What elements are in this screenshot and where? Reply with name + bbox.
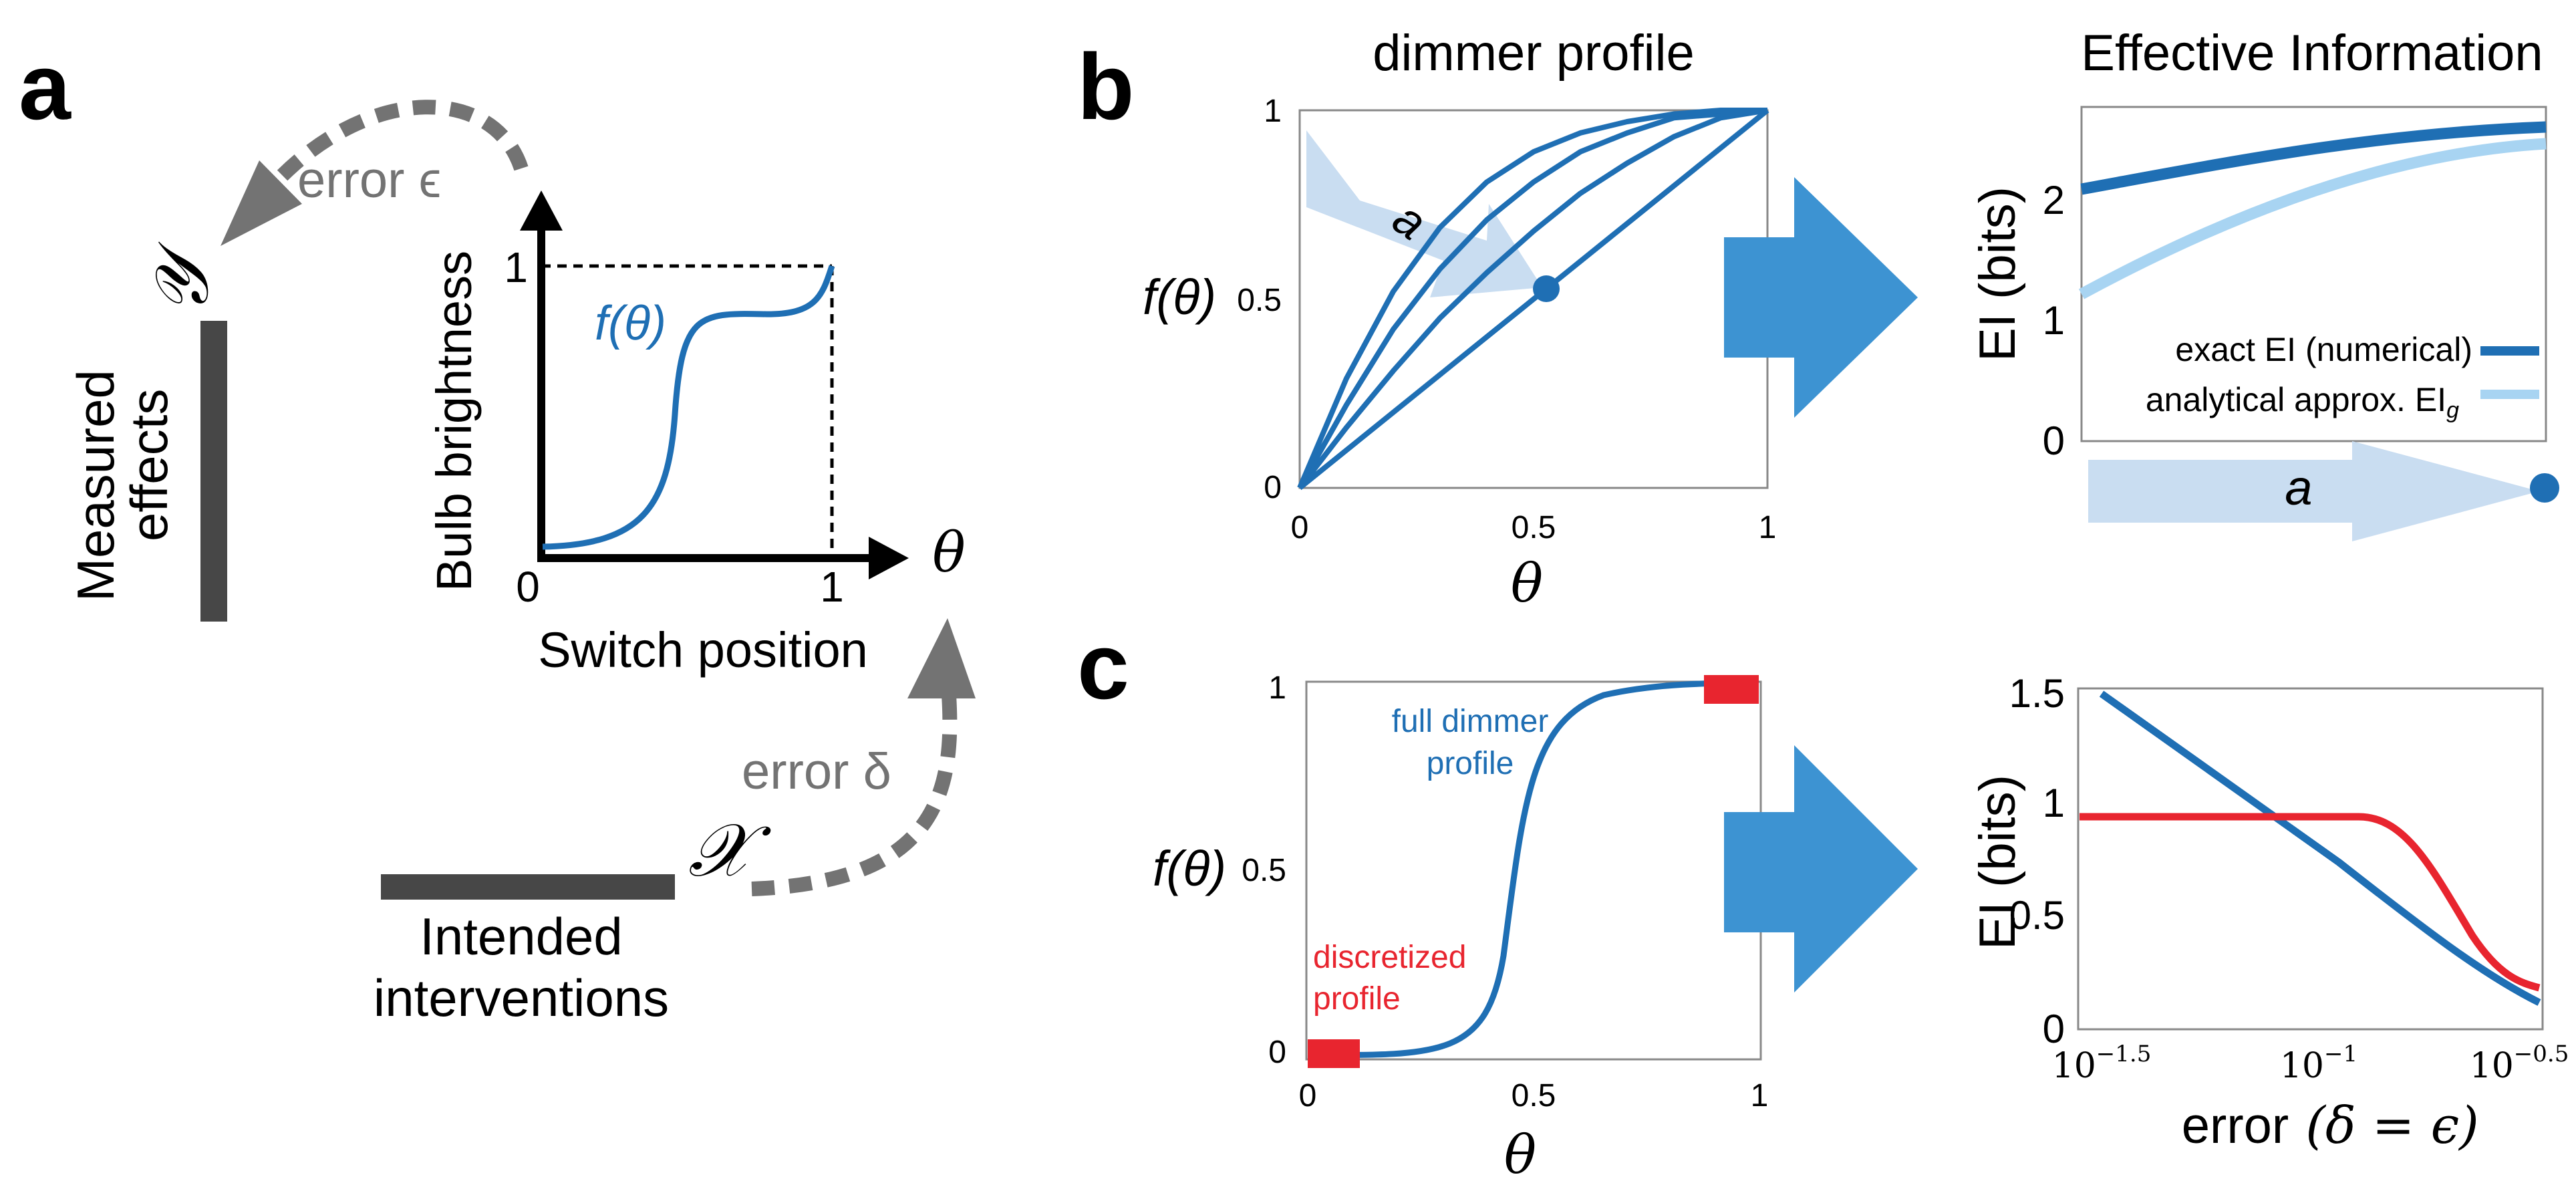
panel-b-theta-label: θ bbox=[1511, 552, 1543, 614]
panel-c-left-ytick-1: 0.5 bbox=[1242, 853, 1286, 888]
panel-b-ei-ytick-2: 2 bbox=[2043, 178, 2065, 223]
panel-b-left-ytick-1: 0.5 bbox=[1237, 283, 1282, 318]
panel-b-ei-exact bbox=[2080, 121, 2547, 195]
panel-c-right-frame bbox=[2077, 687, 2544, 1031]
error-epsilon-arrow bbox=[275, 100, 529, 182]
panel-a-y-label: Bulb brightness bbox=[426, 251, 482, 592]
error-delta-arrow bbox=[751, 694, 958, 896]
panel-c-ei-continuous bbox=[2099, 690, 2541, 1006]
panel-c: c full dimmer profile discretized profil… bbox=[1077, 614, 2569, 1183]
error-delta-label: error δ bbox=[742, 743, 891, 800]
panel-c-left-ytick-0: 0 bbox=[1268, 1035, 1286, 1070]
panel-a-x-tick-0: 0 bbox=[516, 563, 540, 611]
panel-c-left-xtick-1: 0.5 bbox=[1512, 1078, 1556, 1113]
x-variable: 𝒳 bbox=[688, 807, 771, 893]
panel-a-curve-label: f(θ) bbox=[595, 297, 666, 350]
panel-c-label: c bbox=[1077, 614, 1129, 718]
panel-a: a error ϵ error δ 𝒴 Measured effects 𝒳 I… bbox=[19, 34, 976, 1027]
panel-a-theta: θ bbox=[932, 521, 965, 585]
panel-a-x-arrowhead bbox=[869, 537, 909, 579]
measured-effects-label: Measured effects bbox=[66, 370, 178, 602]
panel-c-full-profile bbox=[1307, 680, 1758, 1058]
panel-c-error-expr: (δ = ϵ) bbox=[2305, 1095, 2479, 1155]
intended-interventions-line2: interventions bbox=[374, 968, 669, 1027]
panel-c-xtick-1: 10−1.5 bbox=[2052, 1041, 2152, 1086]
dimmer-curve-2 bbox=[1297, 108, 1768, 490]
panel-c-xtick-3: 10−0.5 bbox=[2470, 1041, 2569, 1086]
panel-c-error-label: error bbox=[2182, 1097, 2289, 1154]
panel-b-left-xtick-2: 1 bbox=[1759, 510, 1777, 545]
panel-b-bottom-point bbox=[2530, 473, 2559, 503]
panel-b-ei-ytick-0: 0 bbox=[2043, 418, 2065, 463]
panel-c-ei-ytick-1: 0.5 bbox=[2009, 893, 2065, 938]
panel-b-f-label: f(θ) bbox=[1143, 269, 1216, 325]
error-epsilon-arrowhead bbox=[221, 160, 302, 246]
panel-b-highlight-point bbox=[1533, 275, 1560, 302]
panel-c-left-xtick-2: 1 bbox=[1751, 1078, 1769, 1113]
panel-c-f-label: f(θ) bbox=[1153, 841, 1226, 896]
panel-b-right-title: Effective Information bbox=[2081, 25, 2543, 82]
panel-b-bottom-arrow-label: a bbox=[2285, 460, 2312, 515]
panel-b-ei-ytick-1: 1 bbox=[2043, 298, 2065, 343]
panel-c-discrete-label-1: discretized bbox=[1313, 940, 1466, 975]
panel-a-x-tick-1: 1 bbox=[820, 563, 844, 611]
panel-b-label: b bbox=[1077, 34, 1135, 139]
panel-c-full-label-2: profile bbox=[1427, 746, 1514, 781]
panel-b-ei-approx bbox=[2078, 138, 2547, 299]
y-scribble bbox=[200, 321, 227, 622]
panel-c-ei-ytick-0: 0 bbox=[2043, 1007, 2065, 1051]
dimmer-curve-4 bbox=[1297, 108, 1767, 489]
panel-b-ei-label: EI (bits) bbox=[1969, 186, 2026, 362]
dimmer-curve-1 bbox=[1298, 108, 1769, 491]
panel-b-dimmer-curves bbox=[1297, 108, 1769, 491]
panel-b-big-arrow bbox=[1724, 177, 1918, 418]
panel-c-left-ytick-2: 1 bbox=[1268, 670, 1286, 706]
panel-b-left-ytick-2: 1 bbox=[1264, 94, 1282, 129]
panel-c-discrete-high bbox=[1704, 675, 1759, 704]
panel-a-label: a bbox=[19, 34, 71, 139]
panel-c-left-xtick-0: 0 bbox=[1299, 1078, 1317, 1113]
panel-a-x-label: Switch position bbox=[538, 622, 868, 678]
panel-b-left-title: dimmer profile bbox=[1373, 25, 1694, 82]
panel-c-ei-label: EI (bits) bbox=[1969, 775, 2026, 950]
panel-c-full-label-1: full dimmer bbox=[1392, 704, 1549, 739]
panel-c-ei-ytick-3: 1.5 bbox=[2009, 671, 2065, 716]
panel-b-legend-exact: exact EI (numerical) bbox=[2175, 331, 2472, 368]
panel-c-xtick-2: 10−1 bbox=[2280, 1041, 2357, 1086]
panel-c-discrete-label-2: profile bbox=[1313, 981, 1401, 1017]
panel-b-legend-approx: analytical approx. EIg bbox=[2146, 381, 2459, 423]
panel-b-bottom-arrow bbox=[2088, 441, 2539, 541]
x-scribble bbox=[381, 874, 675, 900]
panel-c-theta-label: θ bbox=[1504, 1124, 1536, 1183]
panel-c-ei-ytick-2: 1 bbox=[2043, 781, 2065, 825]
svg-text:effects: effects bbox=[120, 389, 178, 541]
svg-text:Measured: Measured bbox=[66, 370, 125, 602]
panel-c-discrete-low bbox=[1308, 1039, 1360, 1068]
panel-a-y-tick-1: 1 bbox=[504, 243, 528, 291]
panel-b-left-xtick-1: 0.5 bbox=[1512, 510, 1556, 545]
panel-a-curve bbox=[542, 265, 835, 550]
panel-b-a-arrow bbox=[1306, 130, 1542, 297]
panel-b-left-ytick-0: 0 bbox=[1264, 470, 1282, 505]
panel-b: b dimmer profile Effective Information a… bbox=[1077, 25, 2559, 614]
y-variable: 𝒴 bbox=[139, 241, 225, 315]
intended-interventions-line1: Intended bbox=[420, 907, 623, 966]
error-epsilon-label: error ϵ bbox=[297, 152, 441, 209]
panel-a-y-arrowhead bbox=[520, 190, 563, 231]
panel-c-big-arrow bbox=[1724, 745, 1918, 993]
error-delta-arrowhead bbox=[907, 618, 976, 698]
panel-c-ei-discrete bbox=[2080, 813, 2541, 992]
panel-b-right-frame bbox=[2080, 106, 2547, 442]
dimmer-curve-3 bbox=[1297, 108, 1768, 489]
panel-b-left-xtick-0: 0 bbox=[1291, 510, 1309, 545]
